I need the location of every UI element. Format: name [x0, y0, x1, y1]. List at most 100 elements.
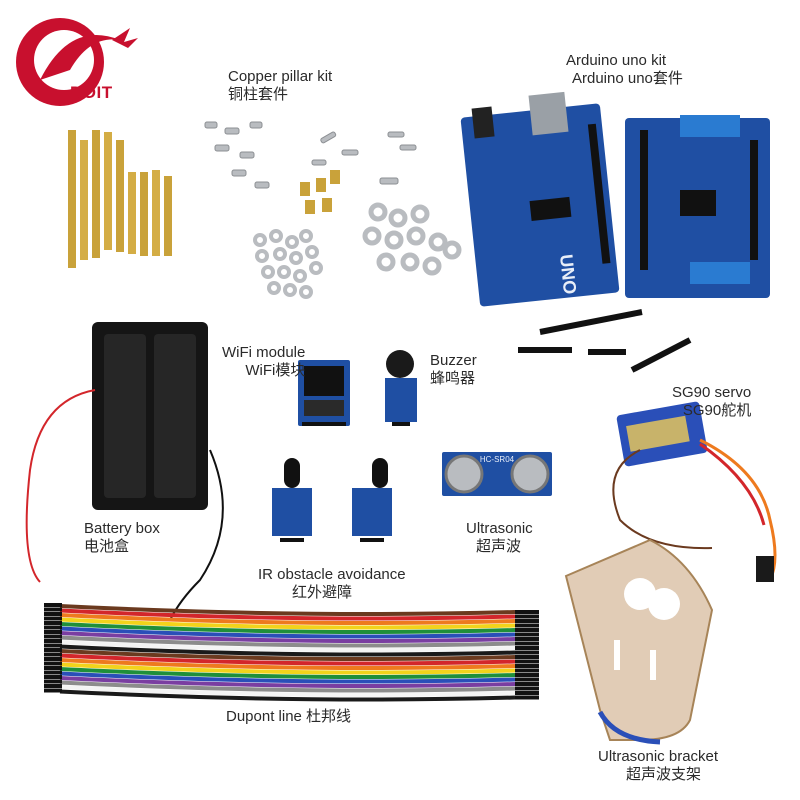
dupont-connector-right [515, 659, 539, 664]
dupont-wire [59, 680, 516, 693]
dupont-connector-right [515, 628, 539, 632]
brand-name: DOIT [70, 83, 113, 102]
dupont-connector-right [515, 673, 539, 677]
washers-right [362, 202, 462, 276]
dupont-connector-right [515, 641, 539, 646]
ir-sensor-right [352, 458, 392, 542]
dupont-connector-right [515, 619, 539, 623]
battery-zh: 电池盒 [84, 538, 130, 555]
dupont-wire [59, 644, 516, 657]
dupont-connector-left [44, 643, 62, 648]
dupont-connector-right [515, 632, 539, 637]
dupont-connector-left [44, 684, 62, 688]
buzzer-zh: 蜂鸣器 [430, 370, 476, 387]
dupont-connector-right [515, 610, 539, 614]
buzzer-label: Buzzer 蜂鸣器 [430, 352, 477, 388]
ultrasonic-module: HC-SR04 [442, 452, 552, 496]
dupont-connector-right [515, 695, 539, 700]
arduino-zh: Arduino uno套件 [572, 70, 683, 87]
bracket-en: Ultrasonic bracket [598, 748, 719, 765]
copper-pillar-en: Copper pillar kit [228, 68, 333, 85]
sg90-servo [612, 401, 777, 582]
arduino-uno-board: UNO [460, 91, 620, 307]
uno-silkscreen: UNO [556, 253, 580, 295]
dupont-connector-right [515, 650, 539, 655]
wifi-label: WiFi module WiFi模块 [222, 344, 305, 380]
dupont-wire [59, 671, 516, 684]
wifi-en: WiFi module [222, 344, 306, 361]
dupont-connector-right [515, 637, 539, 641]
dupont-connector-left [44, 630, 62, 634]
dupont-connector-right [515, 623, 539, 628]
doit-logo [16, 18, 138, 106]
battery-en: Battery box [84, 520, 160, 537]
arduino-en: Arduino uno kit [566, 52, 667, 69]
dupont-wire [59, 613, 516, 625]
brass-nuts [300, 170, 340, 214]
dupont-wire [59, 622, 516, 634]
dupont-connector-left [44, 657, 62, 661]
washers-left [253, 229, 323, 299]
dupont-connector-left [44, 621, 62, 625]
bracket-zh: 超声波支架 [626, 766, 702, 783]
dupont-wire [59, 635, 516, 648]
dupont-connector-left [44, 603, 62, 607]
ir-label: IR obstacle avoidance 红外避障 [258, 566, 406, 602]
dupont-wire [59, 662, 516, 675]
bracket-label: Ultrasonic bracket 超声波支架 [598, 748, 718, 784]
dupont-connector-right [515, 655, 539, 659]
ultrasonic-bracket [564, 538, 714, 745]
dupont-wire [59, 667, 516, 679]
dupont-connector-left [44, 616, 62, 621]
screws-and-nuts [204, 121, 417, 189]
dupont-connector-left [44, 652, 62, 657]
motor-shield-board [625, 115, 770, 298]
dupont-connector-right [515, 614, 539, 619]
buzzer-module [385, 350, 417, 426]
ultrasonic-zh: 超声波 [476, 538, 522, 555]
dupont-connector-left [44, 625, 62, 630]
dupont-connector-left [44, 612, 62, 616]
dupont-connector-right [515, 668, 539, 673]
dupont-wire [59, 640, 516, 652]
dupont-connector-left [44, 661, 62, 666]
servo-zh: SG90舵机 [682, 402, 752, 419]
servo-en: SG90 servo [672, 384, 752, 401]
buzzer-en: Buzzer [430, 352, 477, 369]
dupont-connector-left [44, 639, 62, 643]
dupont-connector-left [44, 675, 62, 679]
dupont-connector-right [515, 686, 539, 691]
copper-pillar-zh: 铜柱套件 [228, 86, 289, 103]
dupont-wire [59, 676, 516, 688]
dupont-connector-left [44, 670, 62, 675]
dupont-wire [59, 653, 516, 666]
dupont-wire [59, 608, 516, 621]
dupont-connector-right [515, 691, 539, 695]
ultrasonic-en: Ultrasonic [466, 520, 533, 537]
hc-sr04-silkscreen: HC-SR04 [480, 455, 515, 464]
servo-label: SG90 servo SG90舵机 [672, 384, 751, 420]
dupont-connector-left [44, 679, 62, 684]
ir-sensor-left [272, 458, 312, 542]
wifi-module [298, 360, 350, 426]
dupont-connector-left [44, 666, 62, 670]
dupont-connector-left [44, 688, 62, 693]
brass-standoffs [68, 130, 172, 268]
dupont-wire [59, 649, 516, 661]
ir-zh: 红外避障 [292, 584, 353, 601]
dupont-connector-right [515, 646, 539, 650]
dupont-wire [59, 604, 516, 616]
dupont-ribbon-cable [44, 603, 539, 702]
dupont-wire [59, 631, 516, 643]
dupont-wire [59, 626, 516, 639]
battery-box [25, 322, 224, 621]
dupont-connector-left [44, 648, 62, 652]
dupont-wire [59, 685, 516, 697]
dupont-wire [59, 617, 516, 630]
dupont-wire [59, 689, 516, 702]
dupont-connector-right [515, 677, 539, 682]
ultrasonic-label: Ultrasonic 超声波 [466, 520, 533, 556]
copper-pillar-label: Copper pillar kit 铜柱套件 [228, 68, 332, 104]
dupont-connector-right [515, 682, 539, 686]
